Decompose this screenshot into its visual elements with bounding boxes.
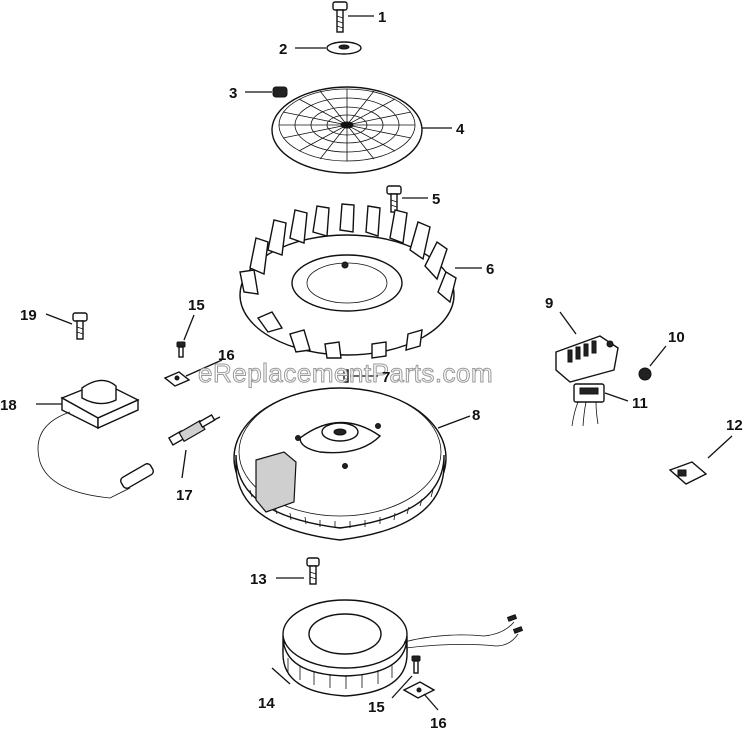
part-bolt-1 [332,1,348,33]
callout-12: 12 [726,417,743,434]
callout-6: 6 [486,261,494,278]
part-bolt-13 [306,557,320,585]
callout-15-upper: 15 [188,297,205,314]
callout-11: 11 [632,395,648,412]
part-flywheel-8 [233,387,447,541]
callout-17: 17 [176,487,193,504]
part-fan-6 [239,203,457,359]
part-spark-plug-17 [167,413,221,446]
callout-8: 8 [472,407,480,424]
part-screw-15-lower [411,655,421,674]
leader-lines [36,15,733,711]
part-clip-16-lower [402,681,436,699]
part-nut-3 [272,86,288,98]
callout-3: 3 [229,85,237,102]
part-bolt-5 [386,185,402,213]
callout-1: 1 [378,9,386,26]
part-connector-12 [668,461,708,485]
part-connector-11 [571,383,605,427]
part-bolt-19 [72,312,88,340]
part-regulator-9 [555,335,619,383]
part-clip-16-upper [163,371,191,387]
callout-18: 18 [0,397,17,414]
callout-numbers: 1 2 3 4 5 6 7 8 9 10 11 12 13 14 15 16 1… [0,9,743,732]
callout-9: 9 [545,295,553,312]
callout-10: 10 [668,329,685,346]
part-key-7 [343,369,349,383]
callout-4: 4 [456,121,465,138]
callout-7: 7 [382,369,390,386]
part-washer-2 [326,41,362,55]
callout-14: 14 [258,695,275,712]
callout-16-upper: 16 [218,347,235,364]
callout-19: 19 [20,307,37,324]
part-stator-14 [282,599,524,697]
part-grass-screen-4 [271,86,423,174]
part-ignition-module-18 [37,379,154,499]
callout-16-lower: 16 [430,715,447,732]
watermark-text: eReplacementParts.com [198,358,493,388]
callout-5: 5 [432,191,440,208]
part-screw-10 [638,367,652,381]
callout-2: 2 [279,41,287,58]
part-screw-15-upper [176,341,186,358]
callout-13: 13 [250,571,267,588]
callout-15-lower: 15 [368,699,385,716]
